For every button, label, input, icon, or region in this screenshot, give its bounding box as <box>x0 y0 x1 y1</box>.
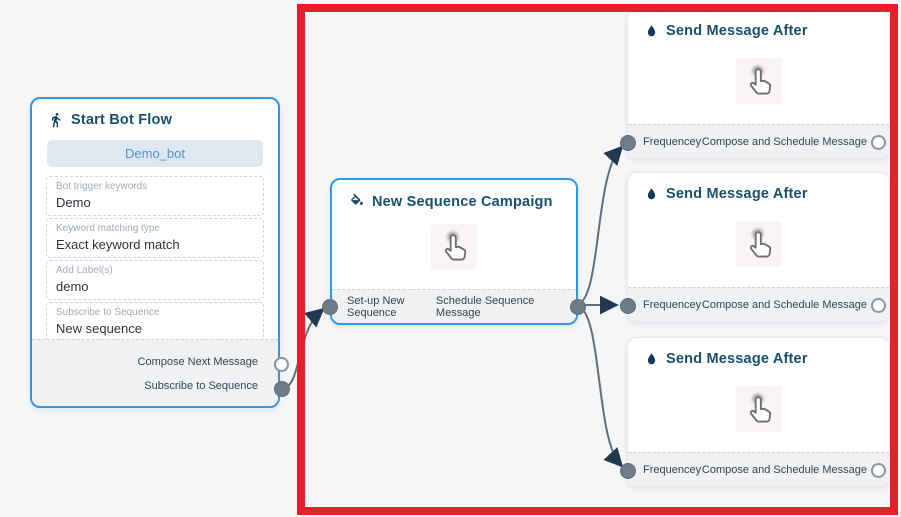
send-node-footer: Frequencey Compose and Schedule Message <box>628 124 889 158</box>
campaign-node-title: New Sequence Campaign <box>372 193 553 210</box>
send-message-after-node-3[interactable]: Send Message After Frequencey Compose an… <box>620 337 890 487</box>
campaign-node-header: New Sequence Campaign <box>332 180 576 216</box>
send1-click-area[interactable] <box>735 58 782 104</box>
send-node-header: Send Message After <box>628 173 889 208</box>
water-drop-icon <box>647 24 656 36</box>
hand-cursor-icon <box>749 229 771 258</box>
hand-cursor-icon <box>444 232 467 261</box>
send3-input-port[interactable] <box>620 463 636 479</box>
new-sequence-campaign-node[interactable]: New Sequence Campaign Set-up New Sequenc… <box>322 178 586 325</box>
field-value: demo <box>56 279 89 294</box>
wire-campaign-to-send3 <box>578 305 624 468</box>
field-label: Subscribe to Sequence <box>56 307 160 318</box>
field-value: Demo <box>56 195 91 210</box>
send-input-label: Frequencey <box>643 135 702 148</box>
field-add-labels[interactable]: Add Label(s) demo <box>46 260 264 300</box>
start-node-title: Start Bot Flow <box>71 112 173 128</box>
send-node-title: Send Message After <box>666 23 808 39</box>
send-output-label: Compose and Schedule Message <box>701 135 867 148</box>
campaign-input-label: Set-up New Sequence <box>347 294 405 319</box>
send1-input-port[interactable] <box>620 135 636 151</box>
send-node-footer: Frequencey Compose and Schedule Message <box>628 452 889 486</box>
field-value: Exact keyword match <box>56 237 180 252</box>
compose-next-message-port[interactable] <box>274 357 289 372</box>
start-node-footer: Compose Next Message Subscribe to Sequen… <box>32 339 278 406</box>
field-value: New sequence <box>56 321 142 336</box>
bot-name-button[interactable]: Demo_bot <box>47 140 263 167</box>
send-node-footer: Frequencey Compose and Schedule Message <box>628 287 889 321</box>
send-message-after-node-1[interactable]: Send Message After Frequencey Compose an… <box>620 9 890 159</box>
campaign-node-footer: Set-up New Sequence Schedule Sequence Me… <box>332 289 576 323</box>
send-node-header: Send Message After <box>628 338 889 373</box>
hand-cursor-icon <box>749 66 771 95</box>
field-subscribe-to-sequence[interactable]: Subscribe to Sequence New sequence <box>46 302 264 342</box>
campaign-click-area[interactable] <box>431 224 477 270</box>
send2-input-port[interactable] <box>620 298 636 314</box>
start-node-header: Start Bot Flow <box>32 99 278 134</box>
water-drop-icon <box>647 352 656 364</box>
field-label: Add Label(s) <box>56 265 113 276</box>
send-output-label: Compose and Schedule Message <box>701 298 867 311</box>
field-label: Keyword matching type <box>56 223 160 234</box>
paint-bucket-icon <box>351 193 363 206</box>
send-node-title: Send Message After <box>666 186 808 202</box>
field-keyword-matching-type[interactable]: Keyword matching type Exact keyword matc… <box>46 218 264 258</box>
send2-output-port[interactable] <box>871 298 886 313</box>
subscribe-to-sequence-port[interactable] <box>274 381 290 397</box>
campaign-input-port[interactable] <box>322 299 338 315</box>
field-label: Bot trigger keywords <box>56 181 148 192</box>
wire-subscribe-to-campaign <box>279 307 325 390</box>
send-output-label: Compose and Schedule Message <box>701 463 867 476</box>
output-subscribe-to-sequence: Subscribe to Sequence <box>144 380 258 392</box>
send3-output-port[interactable] <box>871 463 886 478</box>
start-node-fields: Bot trigger keywords Demo Keyword matchi… <box>46 176 264 342</box>
start-bot-flow-node[interactable]: Start Bot Flow Demo_bot Bot trigger keyw… <box>30 97 290 408</box>
campaign-output-port[interactable] <box>570 299 586 315</box>
send-input-label: Frequencey <box>643 298 702 311</box>
send-message-after-node-2[interactable]: Send Message After Frequencey Compose an… <box>620 172 890 322</box>
hand-cursor-icon <box>749 394 771 423</box>
send-input-label: Frequencey <box>643 463 702 476</box>
send2-click-area[interactable] <box>735 221 782 267</box>
send3-click-area[interactable] <box>735 386 782 432</box>
field-bot-trigger-keywords[interactable]: Bot trigger keywords Demo <box>46 176 264 216</box>
campaign-output-label: Schedule Sequence Message <box>435 294 535 319</box>
walking-person-icon <box>52 113 61 128</box>
send-node-title: Send Message After <box>666 351 808 367</box>
water-drop-icon <box>647 187 656 199</box>
wire-campaign-to-send1 <box>578 145 624 305</box>
send-node-header: Send Message After <box>628 10 889 45</box>
output-compose-next-message: Compose Next Message <box>137 356 258 368</box>
send1-output-port[interactable] <box>871 135 886 150</box>
